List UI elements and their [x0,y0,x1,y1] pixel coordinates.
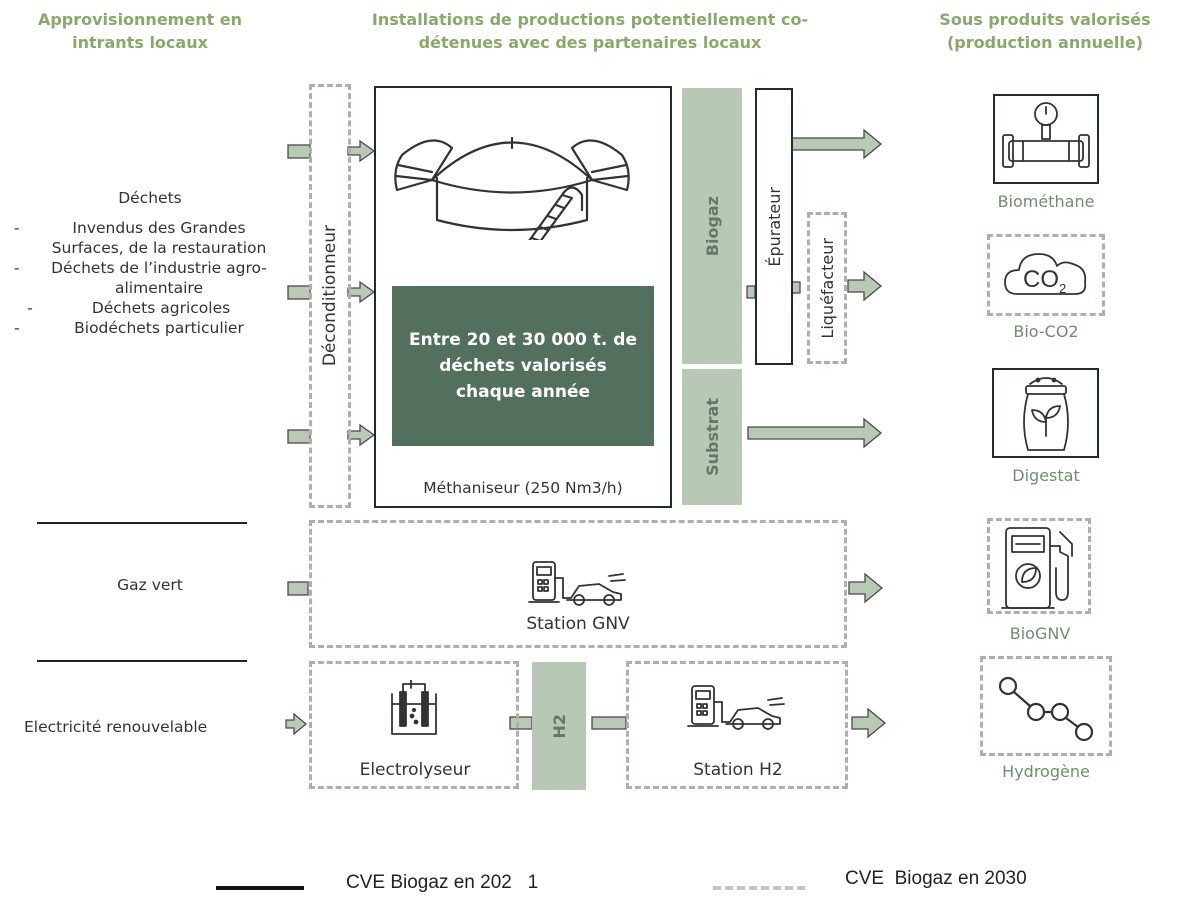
bio-co2-label: Bio-CO2 [1013,322,1079,341]
arrow-to-hydrogene [851,707,887,739]
arrow-to-biognv [848,572,884,604]
h2-pump-car-icon [687,685,785,730]
biogaz-label: Biogaz [702,195,722,257]
list-item: -Invendus des Grandes Surfaces, de la re… [14,219,267,257]
legend-solid-label: CVE Biogaz en 202 1 [346,872,539,893]
arrow-stub [791,281,801,294]
h2-label: H2 [549,713,569,739]
input-gaz-vert: Gaz vert [117,576,183,594]
legend-dashed-label: CVE Biogaz en 2030 [845,868,1027,889]
h2-bar: H2 [532,662,586,790]
station-gnv-label: Station GNV [526,614,630,634]
deconditionneur-box [309,84,351,508]
biogaz-bar: Biogaz [682,88,742,364]
header-inputs: Approvisionnement en intrants locaux [37,10,243,52]
epurateur-box: Épurateur [755,88,793,365]
arrow-stub [287,144,311,159]
electrolyser-icon [391,680,437,735]
co2-cloud-icon [1004,253,1087,295]
arrow-into-methaniseur [347,280,376,304]
gas-meter-icon [1002,102,1090,168]
biognv-label: BioGNV [1009,624,1071,643]
co2-text: CO2 [1023,266,1067,296]
legend-dashed-line [713,886,805,890]
input-dechets-list: -Invendus des Grandes Surfaces, de la re… [14,218,276,338]
list-item: -Biodéchets particulier [14,319,244,337]
arrow-to-bio-co2 [847,270,883,302]
hydrogene-icon-box [980,656,1112,756]
bio-co2-icon-box [987,234,1105,316]
digestat-icon-box [992,368,1099,458]
methaniseur-label: Méthaniseur (250 Nm3/h) [423,479,623,497]
arrow-into-methaniseur [347,423,376,447]
arrow-stub [287,581,309,596]
list-item: -Déchets agricoles [27,299,231,317]
molecule-icon [998,676,1094,742]
station-gnv-box [309,520,847,648]
epurateur-label: Épurateur [764,186,784,267]
digestat-label: Digestat [1012,466,1080,485]
methaniseur-box [374,86,672,508]
substrat-label: Substrat [702,398,722,476]
deconditionneur-label: Déconditionneur [320,225,340,367]
hydrogene-label: Hydrogène [1002,762,1090,781]
arrow-stub [287,285,311,300]
arrow-to-biomethane [791,128,883,160]
input-electricite: Electricité renouvelable [24,718,208,736]
deconditionneur-label-wrap: Déconditionneur [309,84,351,508]
highlight-box: Entre 20 et 30 000 t. de déchets valoris… [392,286,654,446]
biomethane-label: Biométhane [997,192,1095,211]
fertilizer-bag-icon [1023,377,1069,451]
biognv-icon-box [987,518,1091,614]
arrow-into-methaniseur [347,139,376,163]
station-h2-label: Station H2 [693,760,783,780]
liquefacteur-box: Liquéfacteur [807,212,847,364]
legend-solid-line [216,886,304,890]
arrow-stub [287,429,311,444]
input-dechets-title: Déchets [118,189,182,207]
arrow-stub [746,285,756,299]
arrow-electricite [285,712,308,736]
biomethane-icon-box [993,94,1099,184]
arrow-to-digestat [747,417,883,449]
gnv-pump-leaf-icon [1001,527,1073,609]
list-item: -Déchets de l’industrie agro-alimentaire [14,259,267,297]
liquefacteur-label: Liquéfacteur [817,237,837,339]
arrow-stub [591,716,627,730]
substrat-bar: Substrat [682,369,742,505]
separator-line-2 [37,660,247,662]
header-outputs: Sous produits valorisés (production annu… [939,10,1151,52]
header-installations: Installations de productions potentielle… [371,10,809,52]
digester-icon [394,136,630,240]
separator-line-1 [37,522,247,524]
gnv-pump-car-icon [528,561,626,606]
electrolyseur-label: Electrolyseur [359,760,471,780]
electrolyseur-box [309,661,519,789]
station-h2-box [626,661,848,789]
